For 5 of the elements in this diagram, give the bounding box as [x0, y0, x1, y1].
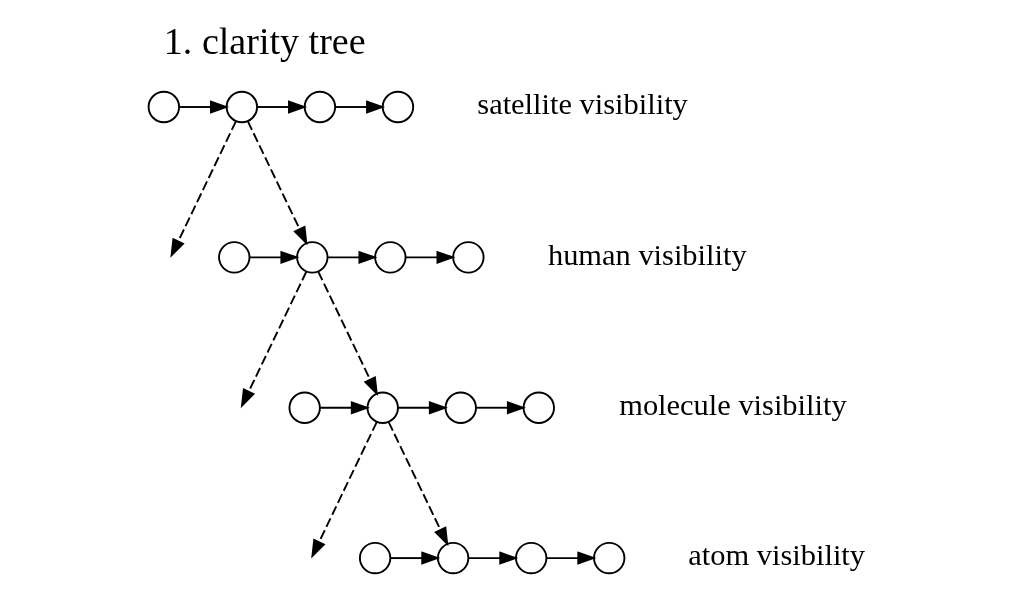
node-label: satellite visibility [476, 87, 688, 122]
node-label: molecule visibility [618, 387, 847, 422]
node-label: atom visibility [687, 538, 865, 573]
diagram-title: 1. clarity tree [163, 19, 366, 62]
node-label: human visibility [547, 237, 747, 272]
